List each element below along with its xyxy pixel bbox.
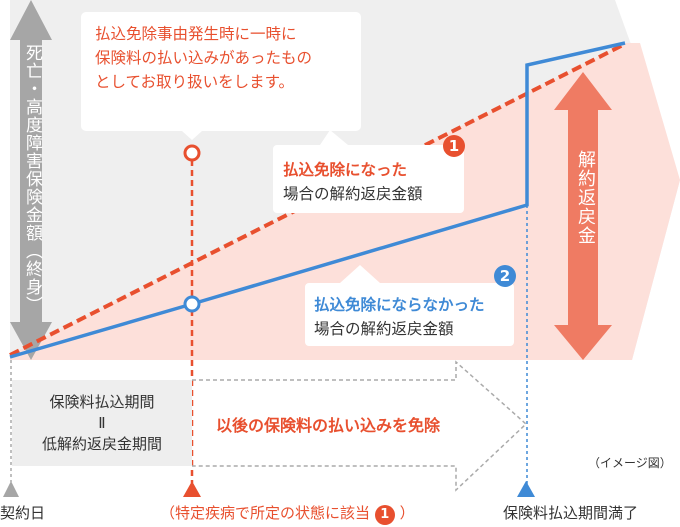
top-callout-line: 払込免除事由発生時に一時に <box>95 25 297 43</box>
surrender-value-arrow <box>554 72 612 360</box>
waiver-text: 以後の保険料の払い込みを免除 <box>216 416 441 435</box>
event-point <box>183 295 201 313</box>
right-axis-label: 解約返戻金 <box>575 150 596 245</box>
period-box-line: Ⅱ <box>98 414 106 432</box>
start-triangle <box>3 481 19 497</box>
event-badge: 1 <box>374 505 395 525</box>
period-box-bg <box>12 380 192 466</box>
timeline-end-label: 保険料払込期間満了 <box>503 504 639 522</box>
callout-1-box <box>273 130 464 213</box>
timeline-start-label: 契約日 <box>0 504 46 522</box>
badge-1: 1 <box>443 135 465 157</box>
callout-2-subtitle: 場合の解約返戻金額 <box>314 320 454 338</box>
callout-1-subtitle: 場合の解約返戻金額 <box>283 185 423 203</box>
event-triangle <box>183 481 201 497</box>
top-callout-line: 保険料の払い込みがあったもの <box>95 49 313 67</box>
event-label-close: ） <box>399 504 415 522</box>
waived-point <box>183 144 201 162</box>
timeline-event-label: （特定疾病で所定の状態に該当 1 ） <box>160 502 415 525</box>
period-box-line: 保険料払込期間 <box>49 393 155 411</box>
callout-2-text: 払込免除にならなかった 場合の解約返戻金額 <box>314 293 485 341</box>
top-callout-line: としてお取り扱いをします。 <box>95 73 295 91</box>
maturity-triangle <box>517 481 535 497</box>
callout-1-title: 払込免除になった <box>283 161 408 179</box>
callout-1-text: 払込免除になった 場合の解約返戻金額 <box>283 158 423 206</box>
image-note: （イメージ図） <box>588 456 672 470</box>
waived-value-line <box>9 42 626 357</box>
callout-2-box <box>305 265 514 346</box>
period-box-line: 低解約返戻金期間 <box>41 435 162 453</box>
badge-2: 2 <box>494 265 516 287</box>
callout-2-title: 払込免除にならなかった <box>314 296 485 314</box>
left-axis-label: 死亡・高度障害保険金額（終身） <box>22 44 42 314</box>
death-benefit-arrow <box>10 0 52 360</box>
top-callout-box <box>81 12 361 140</box>
top-callout-text: 払込免除事由発生時に一時に 保険料の払い込みがあったもの としてお取り扱いをしま… <box>95 22 312 94</box>
period-box: 保険料払込期間 Ⅱ 低解約返戻金期間 <box>12 392 192 455</box>
event-label-text: （特定疾病で所定の状態に該当 <box>160 504 371 522</box>
